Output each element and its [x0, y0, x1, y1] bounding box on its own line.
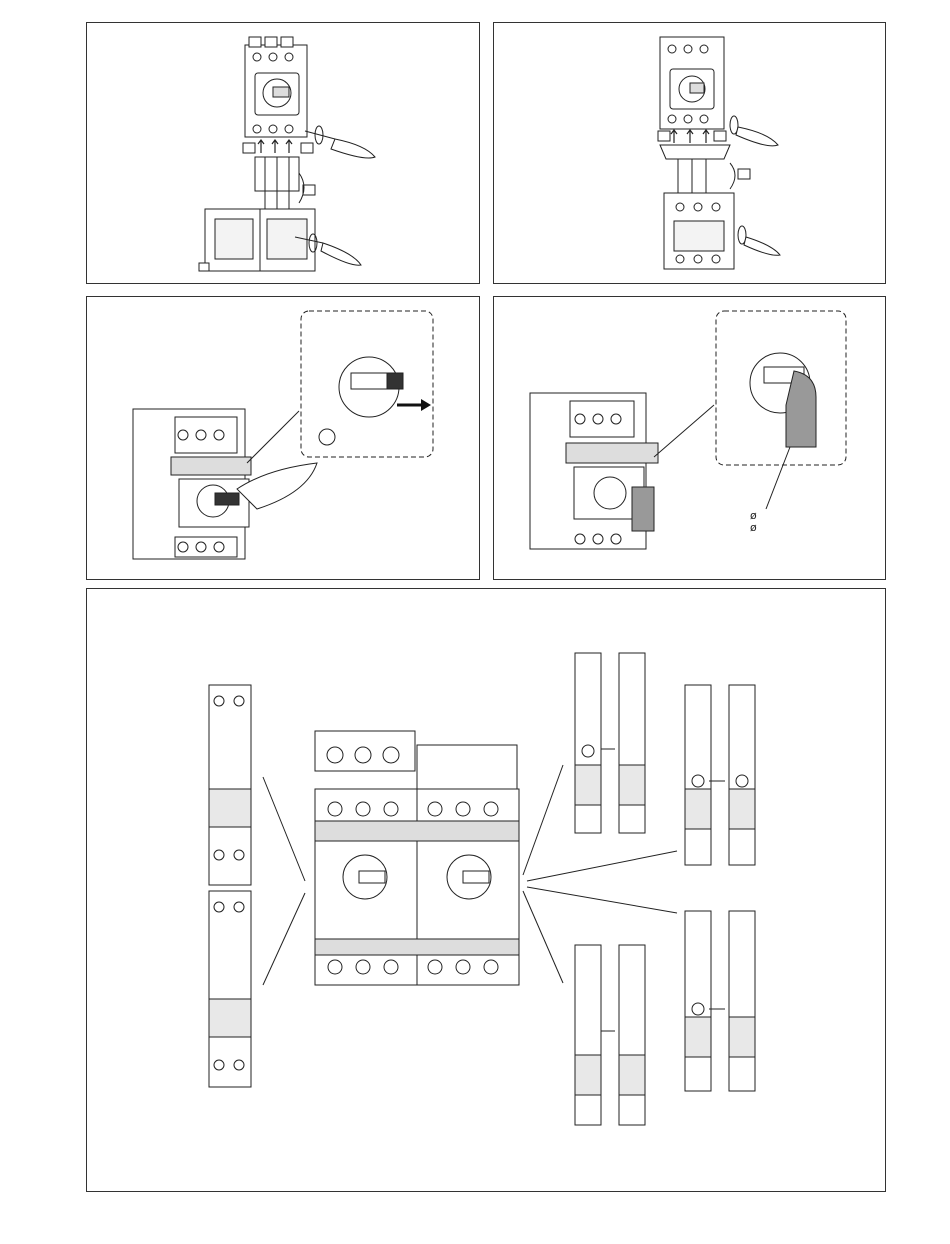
callout-box-c: [303, 185, 315, 195]
double-motor-starter: [315, 731, 519, 985]
panel-padlocking: ø ø: [493, 296, 886, 580]
screwdriver-icon: [305, 126, 375, 158]
callout-box-c: [738, 169, 750, 179]
panel-assembly-small-contactor: [493, 22, 886, 284]
padlock-diagram: ø ø: [494, 297, 885, 579]
callout-box-b: [301, 143, 313, 153]
screwdriver-icon: [738, 226, 780, 255]
assembly-diagram-2: [494, 23, 885, 283]
padlock-symbol-2: ø: [750, 521, 757, 534]
callout-box-a: [243, 143, 255, 153]
padlock-icon: [632, 487, 654, 531]
panel-handle-operation: [86, 296, 480, 580]
side-block-lower: [209, 891, 251, 1087]
screwdriver-icon: [730, 116, 778, 146]
callout-box-b: [714, 131, 726, 141]
panel-assembly-large-contactor: [86, 22, 480, 284]
panel-auxiliary-contacts: [86, 588, 886, 1192]
assembly-diagram-1: [87, 23, 479, 283]
handle-diagram: [87, 297, 479, 579]
callout-box-a: [658, 131, 670, 141]
auxiliary-contacts-diagram: [87, 589, 885, 1191]
